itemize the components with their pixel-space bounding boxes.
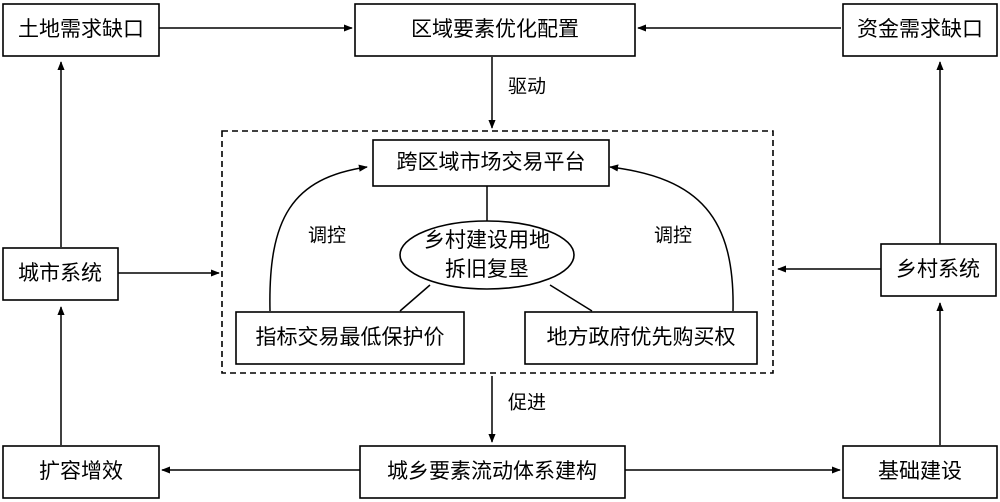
node-expansion-label: 扩容增效 (39, 459, 123, 483)
node-infrastructure-label: 基础建设 (878, 459, 962, 483)
node-gov-preemption: 地方政府优先购买权 (524, 311, 758, 365)
node-trading-platform-label: 跨区域市场交易平台 (397, 150, 586, 174)
central-dashed-frame (221, 130, 774, 374)
node-capital-gap: 资金需求缺口 (842, 3, 998, 57)
node-rural-land-reclamation: 乡村建设用地 拆旧复垦 (399, 220, 575, 290)
edge-label-regulate-right: 调控 (654, 225, 692, 247)
node-rural-system-label: 乡村系统 (896, 257, 980, 281)
line-ellipse-to-min-price (399, 284, 431, 312)
node-factor-flow: 城乡要素流动体系建构 (359, 445, 626, 499)
edge-label-promote: 促进 (508, 392, 546, 414)
node-quota-min-price: 指标交易最低保护价 (235, 311, 465, 365)
edge-label-drive: 驱动 (508, 76, 546, 98)
node-rural-system: 乡村系统 (880, 243, 997, 297)
node-urban-system: 城市系统 (2, 247, 119, 301)
node-quota-min-price-label: 指标交易最低保护价 (256, 325, 445, 349)
node-gov-preemption-label: 地方政府优先购买权 (547, 325, 736, 349)
node-capital-gap-label: 资金需求缺口 (857, 17, 983, 41)
node-infrastructure: 基础建设 (842, 445, 998, 499)
node-factor-flow-label: 城乡要素流动体系建构 (387, 459, 597, 483)
node-regional-allocation: 区域要素优化配置 (354, 3, 636, 57)
curve-arrow-regulate-left (269, 164, 368, 312)
node-rural-land-line2: 拆旧复垦 (445, 257, 529, 281)
node-regional-allocation-label: 区域要素优化配置 (411, 17, 579, 41)
node-urban-system-label: 城市系统 (18, 261, 102, 285)
node-rural-land-line1: 乡村建设用地 (424, 228, 550, 252)
curve-arrow-regulate-right (609, 164, 734, 312)
line-ellipse-to-preemption (549, 284, 593, 312)
node-land-gap: 土地需求缺口 (2, 3, 160, 57)
node-expansion: 扩容增效 (2, 445, 160, 499)
node-land-gap-label: 土地需求缺口 (18, 17, 144, 41)
edge-label-regulate-left: 调控 (308, 225, 346, 247)
node-trading-platform: 跨区域市场交易平台 (372, 139, 610, 187)
